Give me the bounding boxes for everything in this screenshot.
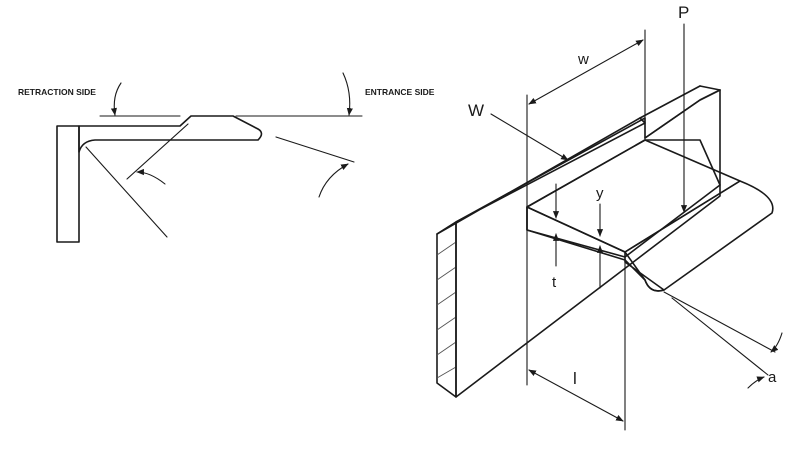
angle-a-ref-1 xyxy=(663,291,776,353)
angle-a-arrow-2 xyxy=(747,376,765,389)
root-construction-line-b xyxy=(126,123,189,180)
base-wall xyxy=(56,125,80,243)
label-l: l xyxy=(573,369,577,388)
wall-front-face xyxy=(455,89,721,398)
hook-tip-underside xyxy=(624,259,665,292)
wall-hatching xyxy=(436,241,457,379)
angle-a-arrow-1 xyxy=(770,332,783,353)
entrance-side-label: ENTRANCE SIDE xyxy=(365,87,435,97)
entrance-angle-arrow xyxy=(342,72,353,116)
hook-tip xyxy=(624,180,774,292)
hook-angle-arrow xyxy=(318,163,349,198)
angle-a-ref-2 xyxy=(671,297,769,376)
retraction-angle-arrow xyxy=(110,82,122,116)
cantilever-hook-profile xyxy=(78,115,263,153)
root-construction-line-a xyxy=(85,146,168,238)
dim-l xyxy=(528,369,624,422)
wall-top-right xyxy=(644,89,721,139)
hook-face-extension-line xyxy=(275,136,355,163)
root-angle-arrow xyxy=(136,168,166,185)
retraction-side-label: RETRACTION SIDE xyxy=(18,87,96,97)
dim-w xyxy=(528,39,644,105)
label-P: P xyxy=(678,3,689,22)
label-a: a xyxy=(768,369,777,386)
label-w: w xyxy=(577,51,589,68)
label-W: W xyxy=(468,101,484,120)
label-y: y xyxy=(596,185,604,202)
left-side-view: RETRACTION SIDE ENTRANCE SIDE xyxy=(18,72,435,243)
right-isometric-view: W w P y t l a xyxy=(436,3,783,431)
leader-W xyxy=(490,113,569,161)
label-t: t xyxy=(552,274,557,291)
